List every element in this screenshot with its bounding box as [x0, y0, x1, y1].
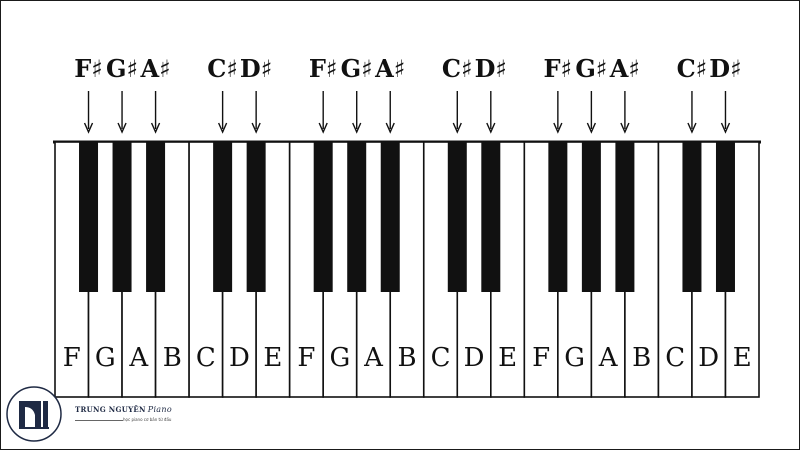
- black-key-label: A♯: [374, 54, 405, 83]
- brand-logo-icon: [6, 386, 62, 442]
- white-key-label: D: [229, 343, 250, 373]
- black-key: [79, 142, 99, 292]
- pointer-arrow-head: [687, 122, 697, 134]
- pointer-arrow-head: [117, 122, 127, 134]
- white-key-label: G: [564, 343, 585, 373]
- white-key-label: E: [733, 343, 752, 373]
- black-key: [313, 142, 333, 292]
- black-key: [213, 142, 233, 292]
- brand-script: Piano: [147, 405, 172, 414]
- pointer-arrow-head: [251, 122, 261, 134]
- white-key-label: A: [128, 343, 149, 373]
- white-key-label: E: [263, 343, 282, 373]
- black-key-label: C♯: [442, 54, 473, 83]
- pointer-arrow-head: [452, 122, 462, 134]
- pointer-arrow-head: [352, 122, 362, 134]
- black-key-label: F♯: [74, 54, 103, 83]
- white-key-label: C: [196, 343, 216, 373]
- black-key-label: F♯: [309, 54, 338, 83]
- white-key-label: F: [63, 343, 81, 373]
- black-key-label: G♯: [575, 54, 607, 83]
- white-key-label: F: [297, 343, 315, 373]
- white-key-label: D: [698, 343, 719, 373]
- white-key-label: G: [95, 343, 116, 373]
- brand-tagline: học piano cơ bản từ đầu: [123, 417, 172, 422]
- white-key-label: C: [665, 343, 685, 373]
- black-key-label: A♯: [139, 54, 170, 83]
- white-key-label: B: [397, 343, 416, 373]
- black-key-label: G♯: [106, 54, 138, 83]
- black-key-label: D♯: [475, 54, 507, 83]
- white-key-label: B: [632, 343, 651, 373]
- white-key-label: A: [363, 343, 384, 373]
- black-key: [615, 142, 635, 292]
- pointer-arrow-head: [217, 122, 228, 134]
- brand-divider: [75, 420, 123, 421]
- pointer-arrow-head: [385, 122, 395, 134]
- black-key-label: D♯: [240, 54, 272, 83]
- white-key-label: F: [532, 343, 550, 373]
- white-key-label: G: [330, 343, 351, 373]
- black-key-label: C♯: [207, 54, 238, 83]
- white-key-label: B: [163, 343, 182, 373]
- black-key-label: F♯: [544, 54, 573, 83]
- white-key-label: C: [431, 343, 451, 373]
- white-key-label: A: [598, 343, 619, 373]
- black-key: [146, 142, 166, 292]
- pointer-arrow-head: [553, 122, 563, 134]
- black-key: [581, 142, 601, 292]
- pointer-arrow-head: [620, 122, 630, 134]
- black-key: [246, 142, 266, 292]
- black-key-label: D♯: [709, 54, 741, 83]
- black-key-label: G♯: [341, 54, 373, 83]
- black-key: [347, 142, 367, 292]
- white-key-label: D: [464, 343, 485, 373]
- pointer-arrow-head: [83, 122, 94, 134]
- pointer-arrow-head: [150, 122, 161, 134]
- black-key-label: C♯: [677, 54, 708, 83]
- black-key: [447, 142, 467, 292]
- black-key: [682, 142, 702, 292]
- pointer-arrow-head: [720, 122, 731, 134]
- black-key: [715, 142, 735, 292]
- black-key: [548, 142, 568, 292]
- black-key: [112, 142, 132, 292]
- pointer-arrow-head: [486, 122, 496, 134]
- white-key-label: E: [498, 343, 517, 373]
- black-key-label: A♯: [609, 54, 640, 83]
- black-key: [380, 142, 400, 292]
- pointer-arrow-head: [586, 122, 597, 134]
- pointer-arrow-head: [318, 122, 328, 134]
- black-key: [481, 142, 501, 292]
